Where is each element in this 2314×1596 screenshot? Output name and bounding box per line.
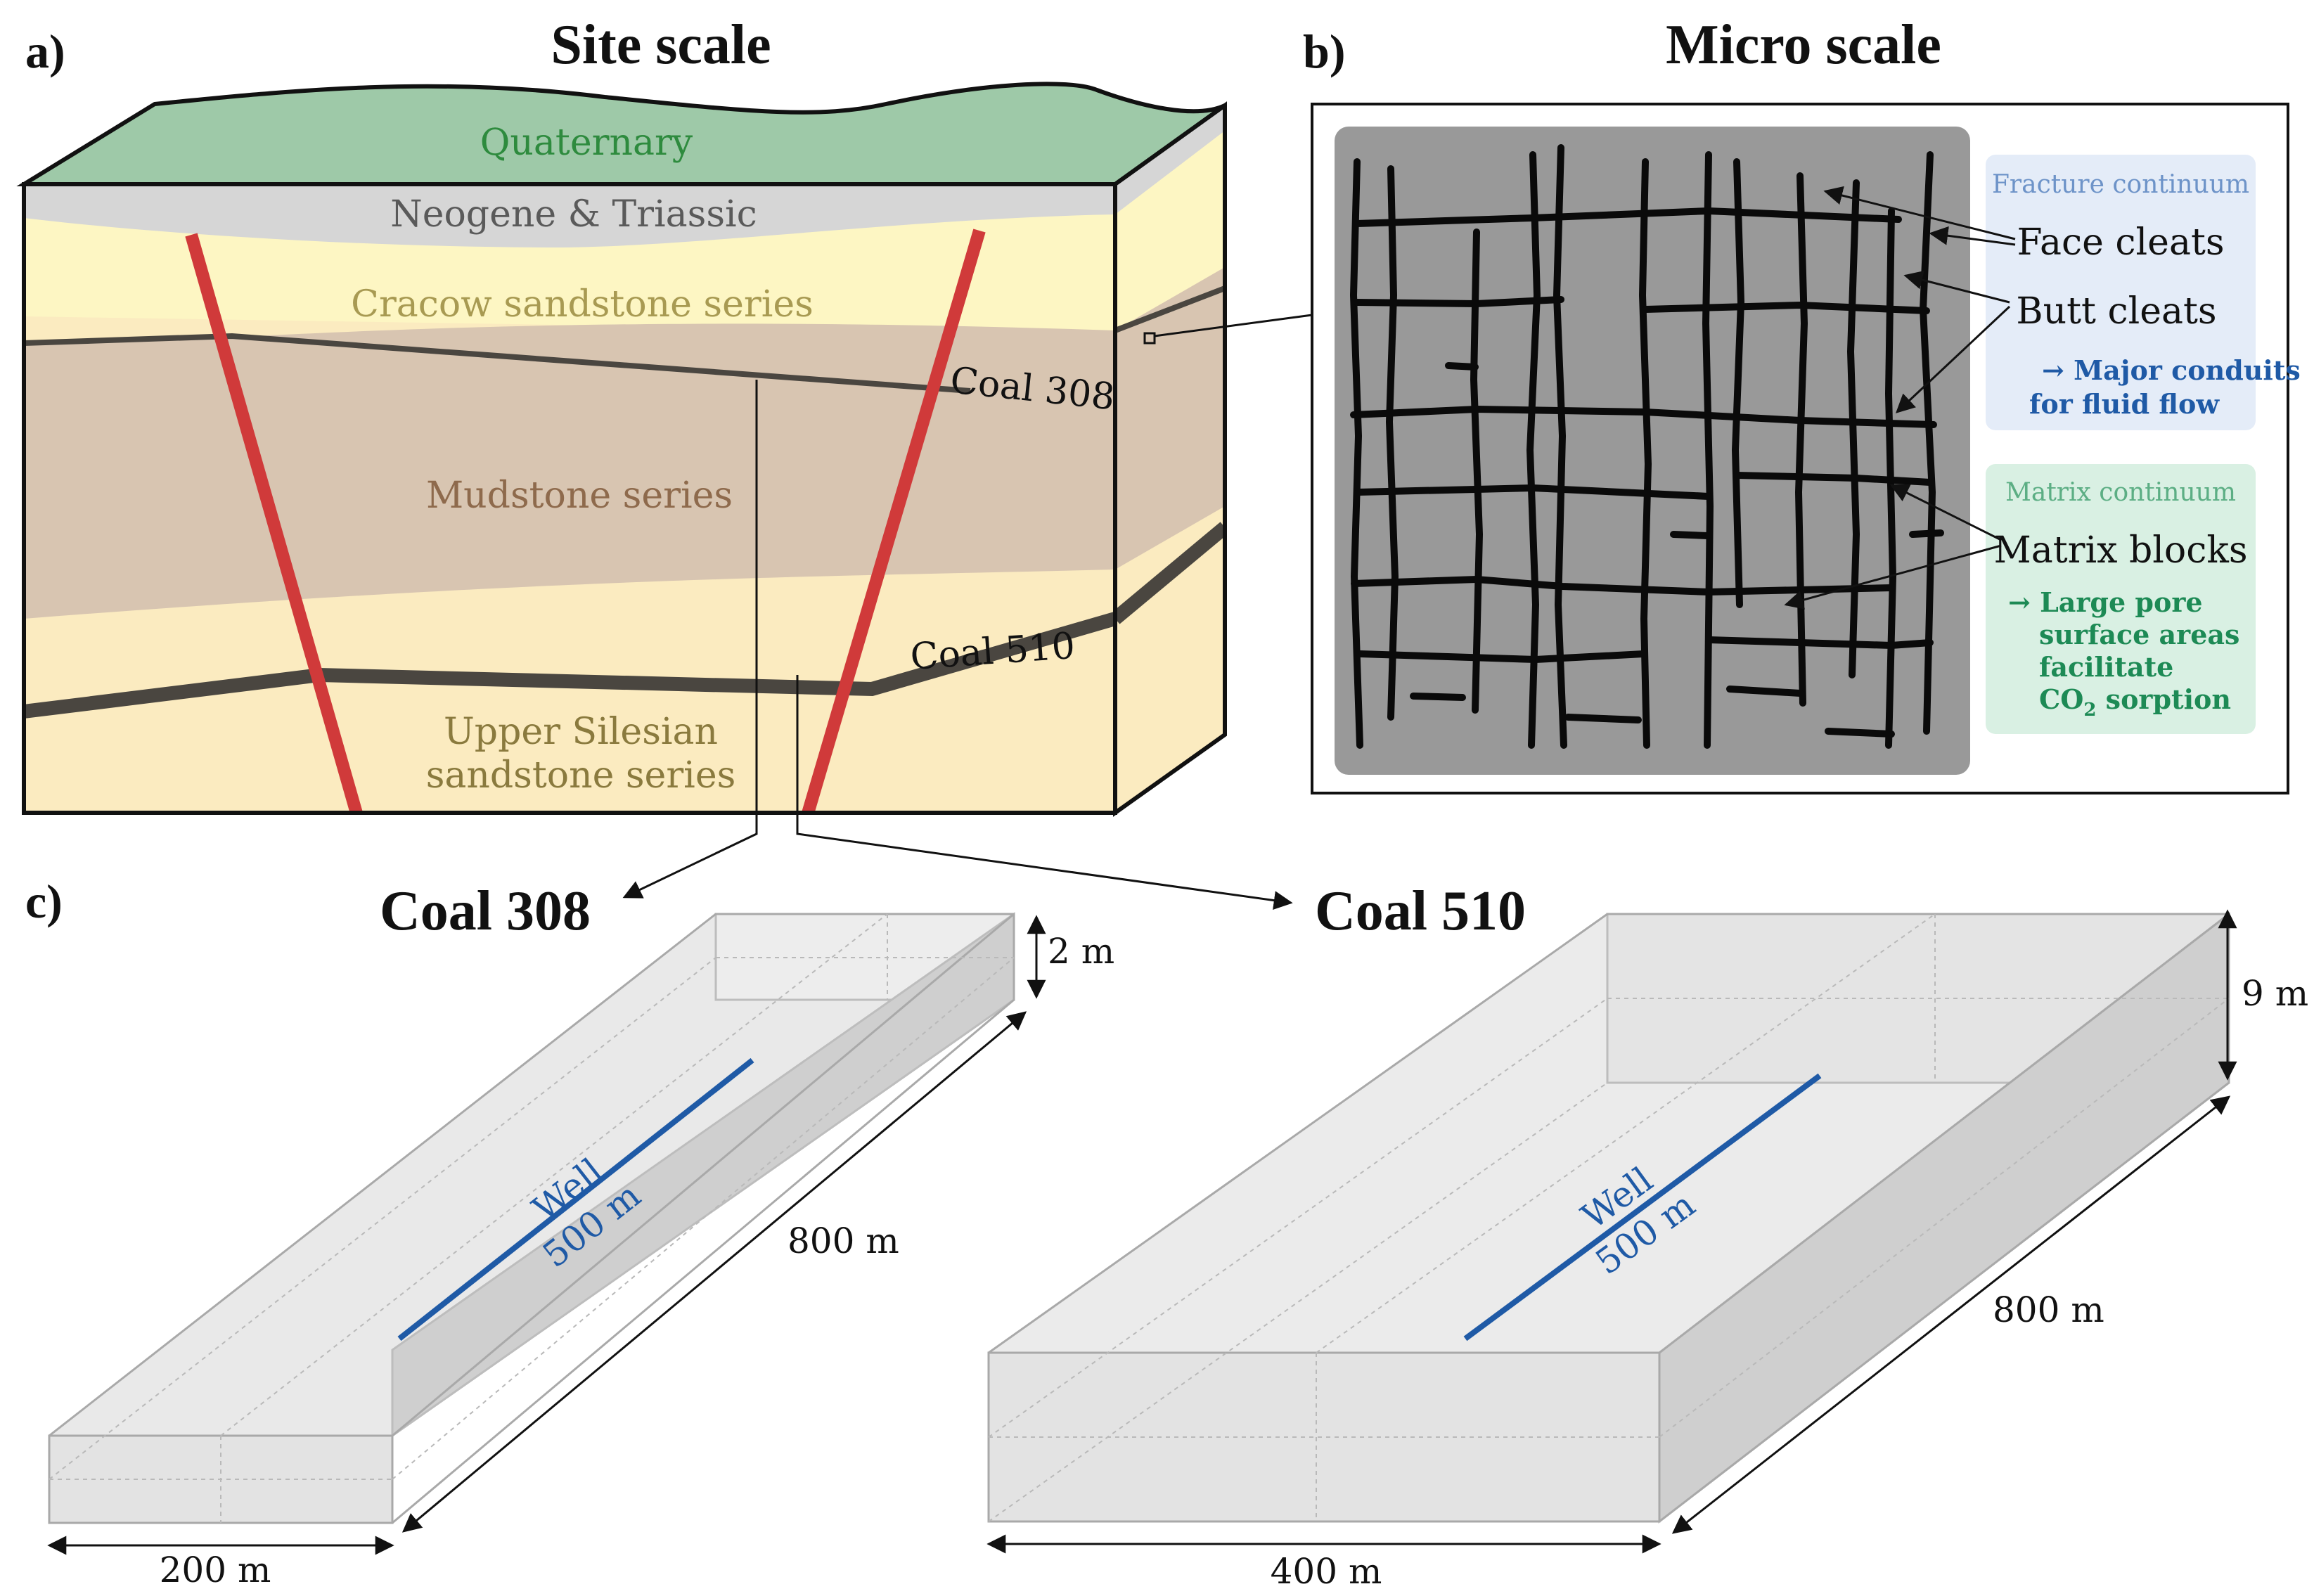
mudstone-layer <box>24 323 1115 619</box>
site-block-diagram: Quaternary Neogene & Triassic Cracow san… <box>16 82 1313 910</box>
coal-308-height-label: 2 m <box>1048 931 1114 972</box>
coal-510-title: Coal 510 <box>1315 880 1526 942</box>
micro-link-line <box>1154 314 1313 337</box>
leader-coal-308 <box>622 380 758 899</box>
coal-510-front-face <box>987 1351 1661 1523</box>
coal-510-width-label: 400 m <box>1271 1551 1382 1592</box>
cracow-sandstone-layer <box>24 211 1115 330</box>
coal-308-seam-front <box>24 333 971 394</box>
micro-scale-panel: Fracture continuum Face cleats Butt clea… <box>1311 103 2301 794</box>
panel-letter-c: c) <box>25 875 63 928</box>
label-cracow-sandstone: Cracow sandstone series <box>351 283 814 326</box>
coal-510-length-label: 800 m <box>1993 1289 2104 1330</box>
micro-annotation-arrows <box>1784 186 2016 610</box>
quaternary-surface <box>16 82 1226 186</box>
coal-308-model: Coal 308 Well 500 m <box>47 880 1114 1590</box>
coal-sample-image <box>1335 127 1970 775</box>
leader-coal-510 <box>796 675 1293 910</box>
matrix-note-line-2: surface areas <box>2039 619 2239 650</box>
label-upper-silesian-1: Upper Silesian <box>444 711 718 753</box>
matrix-blocks-label: Matrix blocks <box>1993 529 2247 572</box>
matrix-continuum-header: Matrix continuum <box>2005 478 2236 507</box>
matrix-note-line-1: → Large pore <box>2008 586 2203 618</box>
label-mudstone: Mudstone series <box>426 475 733 517</box>
label-upper-silesian-2: sandstone series <box>426 754 736 797</box>
matrix-note-line-4: CO2 sorption <box>2039 683 2231 721</box>
coal-510-seam-front <box>24 612 1115 719</box>
micro-scale-title: Micro scale <box>1666 14 1941 76</box>
fracture-continuum-header: Fracture continuum <box>1992 170 2249 199</box>
coal-510-model: Coal 510 Well 500 m 9 m 800 m <box>986 880 2308 1592</box>
panel-letter-a: a) <box>25 25 65 78</box>
fault-left <box>185 233 364 813</box>
coal-510-length-arrow <box>1671 1095 2231 1534</box>
panel-letter-b: b) <box>1303 25 1345 78</box>
coal-308-length-arrow <box>401 1011 1027 1533</box>
face-cleats-label: Face cleats <box>2017 221 2224 264</box>
fracture-note-line-2: for fluid flow <box>2029 388 2220 420</box>
coal-308-title: Coal 308 <box>380 880 591 942</box>
label-quaternary: Quaternary <box>480 122 693 164</box>
site-block-side-outline <box>1113 101 1227 817</box>
micro-location-marker <box>1143 332 1156 345</box>
site-scale-title: Site scale <box>551 14 771 76</box>
label-neogene-triassic: Neogene & Triassic <box>390 193 757 236</box>
butt-cleats-label: Butt cleats <box>2016 290 2216 333</box>
fault-right <box>801 229 986 813</box>
matrix-note-line-3: facilitate <box>2039 651 2173 683</box>
coal-308-width-label: 200 m <box>160 1550 271 1590</box>
fracture-continuum-box <box>1986 155 2256 430</box>
coal-510-height-label: 9 m <box>2242 973 2308 1014</box>
matrix-continuum-box <box>1986 464 2256 734</box>
coal-308-length-label: 800 m <box>788 1221 899 1261</box>
fracture-note-line-1: → Major conduits <box>2042 354 2301 386</box>
neogene-layer <box>24 184 1115 247</box>
